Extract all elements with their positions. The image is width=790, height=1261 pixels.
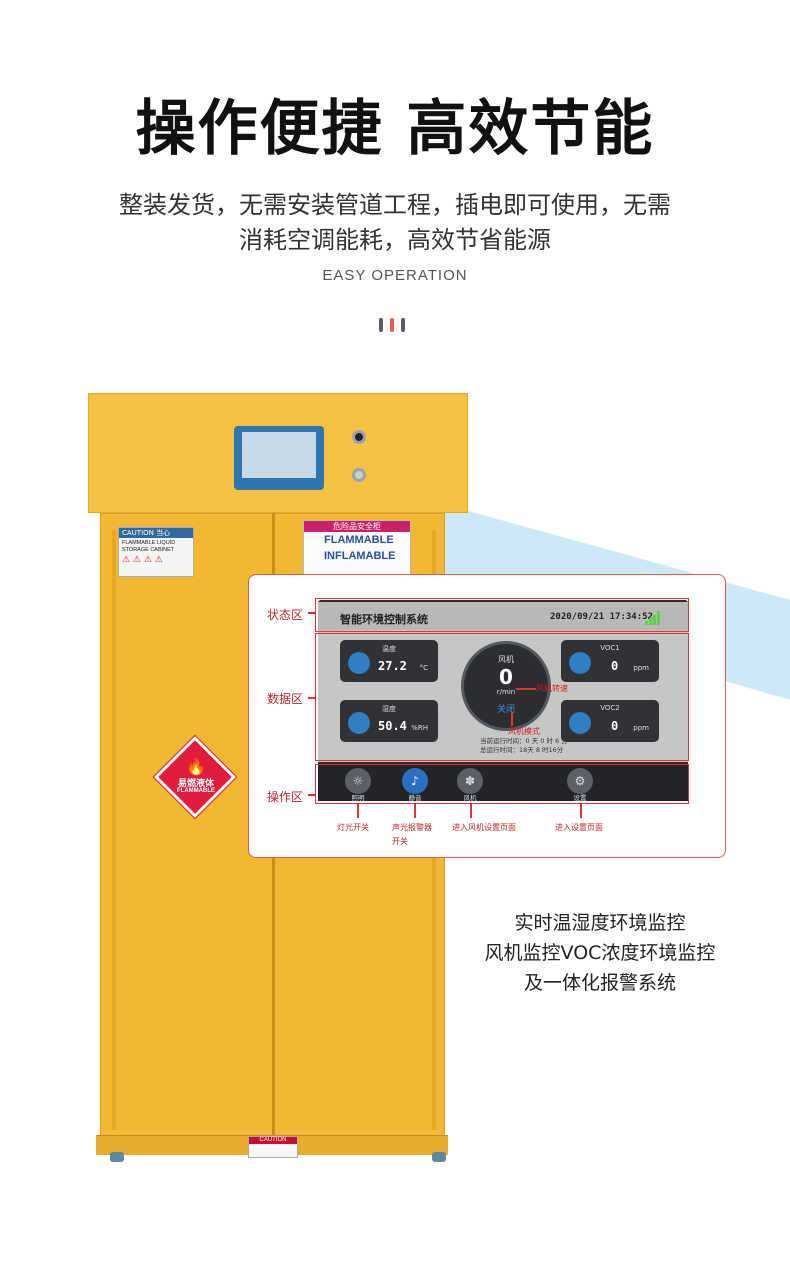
light-switch-label: 灯光开关 xyxy=(337,823,369,832)
humidity-unit: %RH xyxy=(411,724,428,732)
settings-button[interactable]: ⚙ xyxy=(567,768,593,794)
hazard-label-line2: INFLAMABLE xyxy=(324,550,396,562)
fan-speed-value: 0 xyxy=(499,665,513,689)
diamond-text-cn: 易燃液体 xyxy=(177,779,214,789)
voc1-unit: ppm xyxy=(633,664,649,672)
humidity-tile: 湿度 50.4 %RH xyxy=(340,700,438,742)
mute-button[interactable]: ♪ xyxy=(402,768,428,794)
status-zone-label: 状态区 xyxy=(267,608,304,622)
cabinet-foot xyxy=(432,1152,446,1162)
voc1-label: VOC1 xyxy=(600,644,620,652)
cabinet-top xyxy=(88,393,468,513)
voc2-unit: ppm xyxy=(633,724,649,732)
speaker-icon: ♪ xyxy=(411,774,419,788)
bottom-caution-label: CAUTION xyxy=(248,1136,298,1158)
flame-icon: 🔥 xyxy=(186,757,206,776)
light-button[interactable]: ☼ xyxy=(345,768,371,794)
warning-icon: ⚠ ⚠ ⚠ ⚠ xyxy=(122,555,163,566)
fan-gauge xyxy=(461,641,551,731)
alarm-switch-label-line1: 声光报警器 xyxy=(392,823,432,832)
cabinet-screen-display xyxy=(242,432,316,478)
hazard-label-header: 危险品安全柜 xyxy=(304,521,410,532)
humidity-label: 湿度 xyxy=(382,705,396,713)
humidity-value: 50.4 xyxy=(378,719,407,733)
feature-line3: 及一体化报警系统 xyxy=(523,972,676,994)
operation-zone-label: 操作区 xyxy=(267,790,304,804)
temperature-unit: °C xyxy=(419,664,428,672)
fan-button-label: 风机 xyxy=(463,794,477,802)
fan-speed-unit: r/min xyxy=(496,688,516,696)
fan-mode-callout: 风机模式 xyxy=(508,727,540,736)
leaf-icon xyxy=(569,652,591,674)
gear-icon: ⚙ xyxy=(574,774,586,788)
voc2-label: VOC2 xyxy=(600,704,620,712)
mute-button-label: 静音 xyxy=(408,794,422,802)
fan-speed-pointer xyxy=(516,688,536,690)
indicator-light xyxy=(352,430,366,444)
light-button-label: 照明 xyxy=(351,794,365,802)
subtitle-line1: 整装发货，无需安装管道工程，插电即可使用，无需 xyxy=(119,191,671,219)
feature-line1: 实时温湿度环境监控 xyxy=(514,912,686,934)
hazard-label-line1: FLAMMABLE xyxy=(324,534,394,546)
data-zone-connector xyxy=(308,697,316,699)
operation-zone-outline xyxy=(315,764,689,804)
fan-speed-callout: 风机转速 xyxy=(536,684,568,693)
door-edge xyxy=(112,530,116,1130)
english-tag: EASY OPERATION xyxy=(322,267,468,284)
diamond-text-en: FLAMMABLE xyxy=(177,788,215,794)
voc2-tile: VOC2 0 ppm xyxy=(561,700,659,742)
signal-icon xyxy=(645,611,661,625)
fan-mode-pointer xyxy=(511,712,513,726)
bottom-label-header: CAUTION xyxy=(249,1137,297,1144)
runtime-info: 当前运行时间：0 天 0 时 6 分 总运行时间：18天 8 时16分 xyxy=(480,737,568,755)
fan-button[interactable]: ✽ xyxy=(457,768,483,794)
status-bar xyxy=(318,602,688,630)
operation-zone-connector xyxy=(308,794,316,796)
caution-label: CAUTION 当心 FLAMMABLE LIQUID STORAGE CABI… xyxy=(118,527,194,577)
datetime: 2020/09/21 17:34:52 xyxy=(550,612,653,622)
decor-dot xyxy=(390,318,394,332)
system-title: 智能环境控制系统 xyxy=(340,613,428,626)
temperature-label: 温度 xyxy=(382,645,396,653)
decor-dots xyxy=(379,318,413,334)
fan-page-pointer xyxy=(470,804,472,818)
runtime-total: 总运行时间：18天 8 时16分 xyxy=(480,746,564,754)
fan-label: 风机 xyxy=(498,655,514,664)
headline: 操作便捷 高效节能 xyxy=(135,94,655,164)
data-zone-outline xyxy=(315,633,689,761)
voc1-value: 0 xyxy=(611,659,619,673)
fan-mode-value: 关闭 xyxy=(496,705,515,715)
settings-page-pointer xyxy=(580,804,582,818)
humidity-icon xyxy=(348,712,370,734)
light-icon: ☼ xyxy=(352,774,364,788)
settings-page-label: 进入设置页面 xyxy=(555,823,603,832)
key-switch[interactable] xyxy=(352,468,366,482)
data-zone-label: 数据区 xyxy=(267,692,304,706)
thermometer-icon xyxy=(348,652,370,674)
cabinet-screen[interactable] xyxy=(234,426,324,490)
cabinet-foot xyxy=(110,1152,124,1162)
runtime-current: 当前运行时间：0 天 0 时 6 分 xyxy=(480,737,568,745)
decor-dot xyxy=(379,318,383,332)
caution-label-text: FLAMMABLE LIQUID STORAGE CABINET xyxy=(122,540,176,553)
hazard-label: 危险品安全柜 FLAMMABLE INFLAMABLE xyxy=(303,520,411,578)
temperature-tile: 温度 27.2 °C xyxy=(340,640,438,682)
leaf-icon xyxy=(569,712,591,734)
caution-label-header: CAUTION 当心 xyxy=(119,528,193,538)
decor-dot xyxy=(401,318,405,332)
feature-line2: 风机监控VOC浓度环境监控 xyxy=(484,942,716,964)
subtitle-line2: 消耗空调能耗，高效节省能源 xyxy=(239,226,551,254)
fan-page-label: 进入风机设置页面 xyxy=(452,823,516,832)
status-zone-connector xyxy=(308,612,316,614)
voc1-tile: VOC1 0 ppm xyxy=(561,640,659,682)
voc2-value: 0 xyxy=(611,719,619,733)
settings-button-label: 设置 xyxy=(573,794,587,802)
alarm-switch-label-line2: 开关 xyxy=(392,837,408,846)
light-pointer xyxy=(357,804,359,818)
operation-bar xyxy=(318,765,688,801)
alarm-pointer xyxy=(414,804,416,818)
status-zone-outline xyxy=(315,598,689,632)
fan-icon: ✽ xyxy=(464,774,476,788)
temperature-value: 27.2 xyxy=(378,659,407,673)
